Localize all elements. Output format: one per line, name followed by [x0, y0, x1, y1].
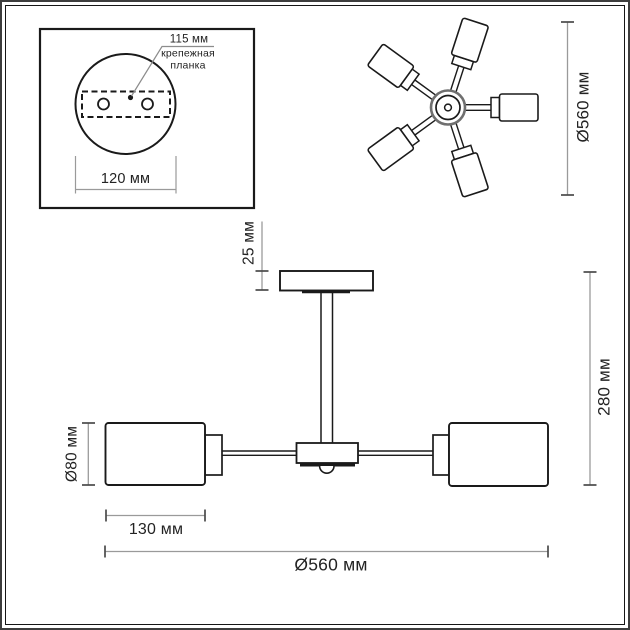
top-view [367, 17, 574, 198]
dimension-shade-length [105, 509, 206, 522]
plate-center-point [127, 94, 134, 101]
side-view [82, 221, 597, 558]
top-view-diameter-label: Ø560 мм [573, 71, 593, 143]
top-view-arm [449, 17, 489, 95]
shade [367, 127, 415, 172]
dimension-canopy-height [255, 221, 269, 291]
shade-length-dimension-label: 130 мм [128, 521, 184, 538]
top-view-arm [367, 113, 438, 172]
shade [498, 93, 539, 122]
shade [450, 17, 489, 63]
canopy-outline-circle [74, 53, 177, 155]
dimension-shade-diameter [82, 422, 95, 486]
shade-diameter-dimension-label: Ø80 мм [63, 425, 81, 483]
canopy-height-dimension-label: 25 мм [240, 221, 258, 265]
dimension-fixture-height [583, 271, 597, 486]
mounting-hole-left [97, 97, 110, 111]
plate-width-dimension-label: 120 мм [100, 170, 151, 187]
right-shade [448, 422, 549, 487]
mounting-plate-name-label: крепежная планка [161, 47, 215, 71]
dimension-120 [74, 156, 177, 194]
mounting-plate-dashed-outline [81, 90, 171, 118]
mounting-hole-right [141, 97, 154, 111]
mounting-detail-box [38, 27, 256, 210]
plate-offset-dimension-label: 115 мм [169, 33, 209, 46]
canopy [279, 270, 374, 292]
top-view-arm [463, 93, 539, 122]
top-view-arm [367, 43, 438, 102]
finial-ball [318, 465, 335, 474]
socket [490, 96, 501, 119]
fixture-diameter-dimension-label: Ø560 мм [294, 554, 368, 575]
shade [367, 43, 415, 88]
dimension-bottom-diameter [104, 545, 549, 558]
left-socket [204, 434, 223, 476]
hub-body [295, 442, 359, 464]
shade [450, 152, 489, 198]
right-socket [432, 434, 450, 476]
hub-center-circle [443, 103, 453, 112]
top-view-arm [449, 120, 489, 198]
leader-line [130, 45, 214, 97]
left-shade [104, 422, 206, 486]
fixture-height-dimension-label: 280 мм [594, 358, 613, 416]
dimension-top-diameter [561, 21, 574, 196]
